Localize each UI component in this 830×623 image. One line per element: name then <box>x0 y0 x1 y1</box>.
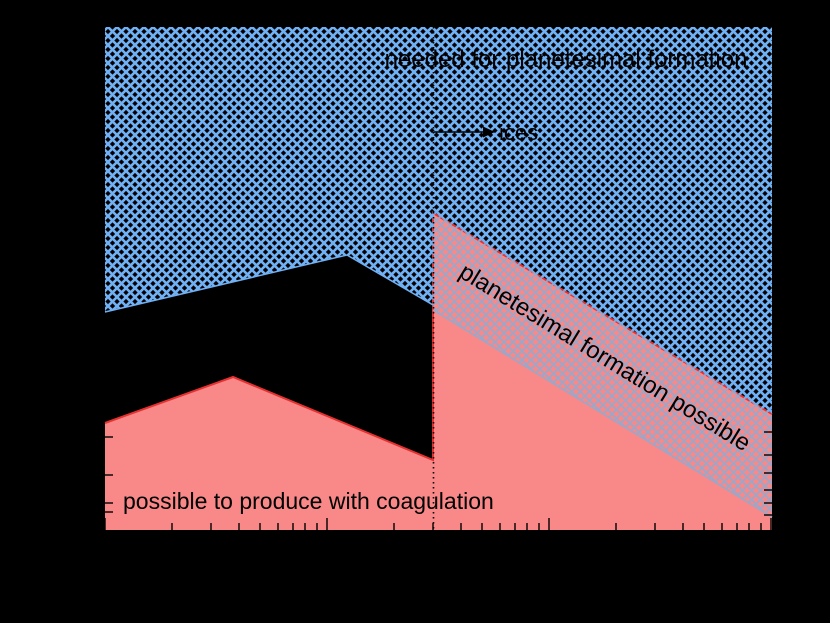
ice-arrow-head <box>483 126 495 138</box>
label-needed: needed for planetesimal formation <box>385 46 748 73</box>
region-planetesimal-formation-possible-band <box>433 213 772 517</box>
region-possible-to-produce-with-coagulation <box>105 213 772 530</box>
label-coagulation: possible to produce with coagulation <box>123 488 494 514</box>
needed-region-lower-edge <box>104 254 434 313</box>
region-needed-for-planetesimal-formation <box>105 27 772 414</box>
label-ices: ices <box>499 120 538 145</box>
band-lower-edge <box>432 309 773 518</box>
